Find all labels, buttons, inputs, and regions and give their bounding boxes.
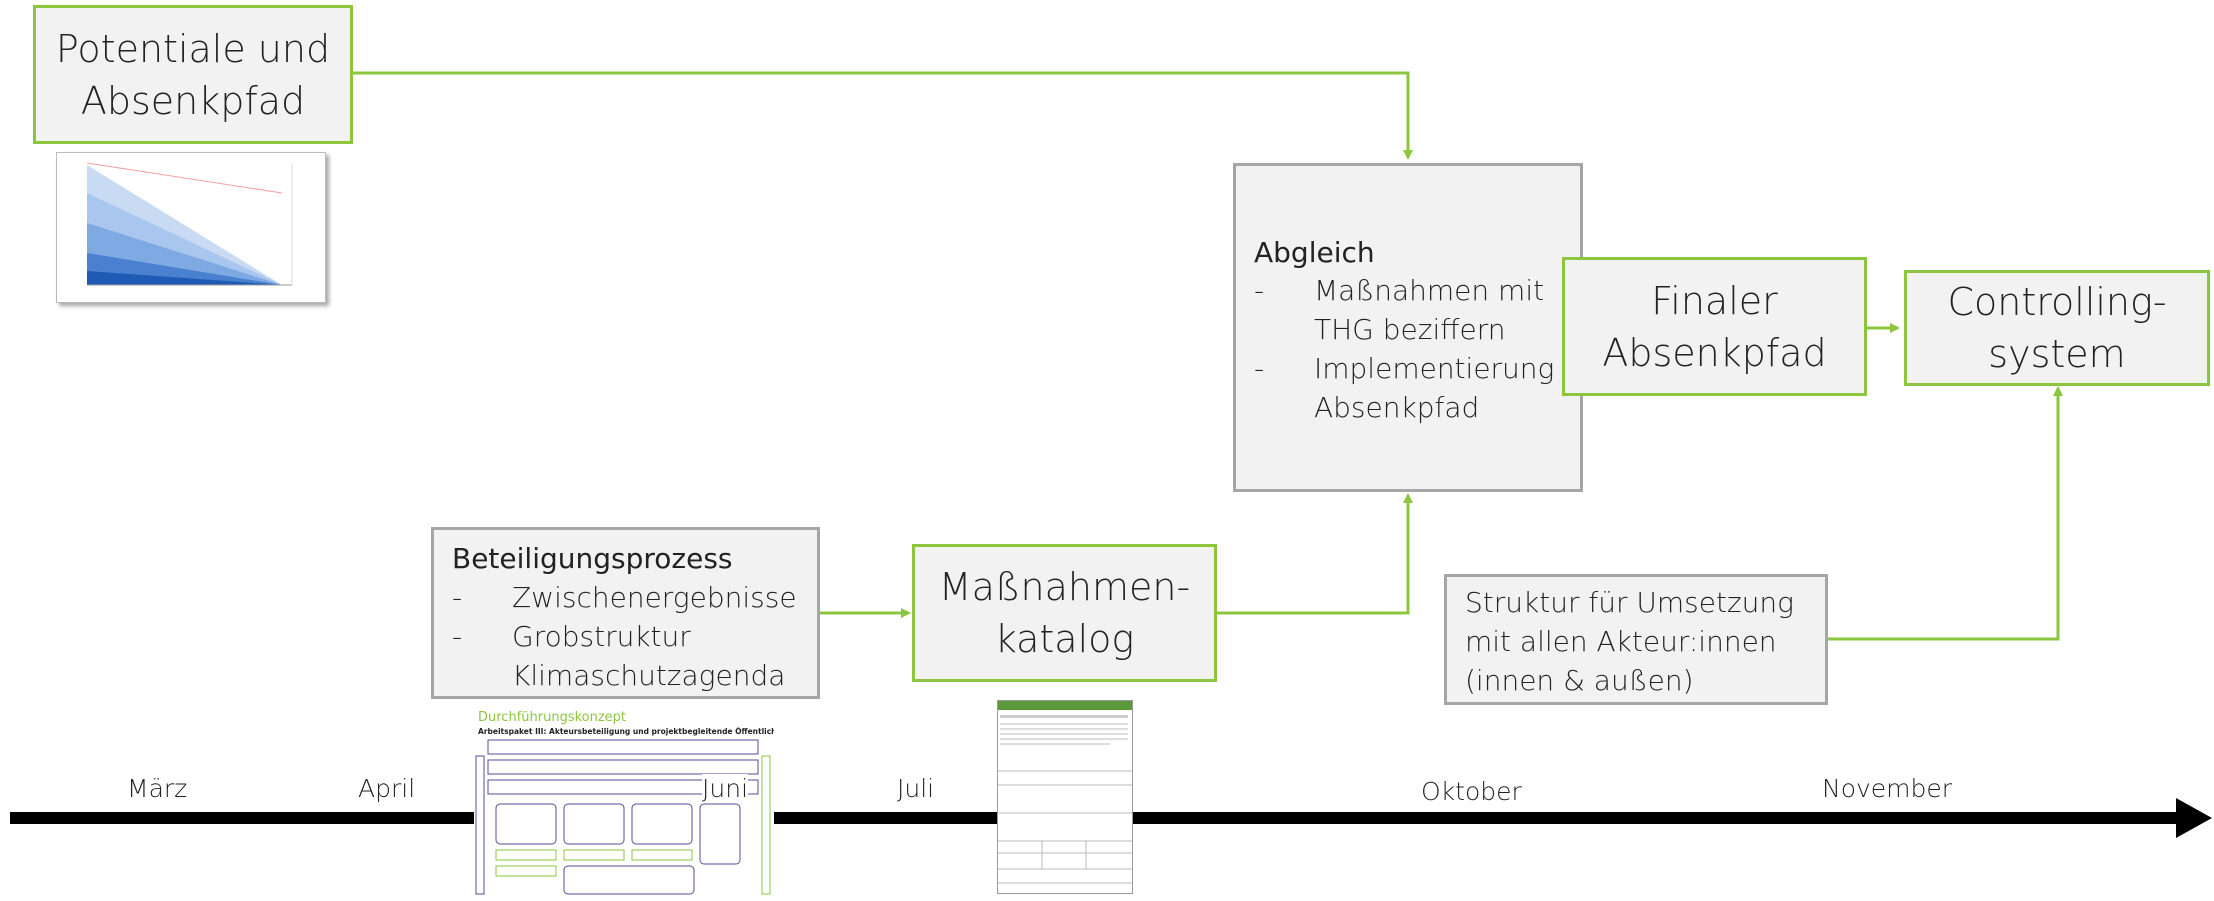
timeline-arrowhead bbox=[2176, 798, 2212, 838]
month-label-maerz: März bbox=[127, 774, 188, 803]
struktur-line3: (innen & außen) bbox=[1465, 664, 1694, 697]
beteiligung-heading: Beteiligungsprozess bbox=[452, 542, 733, 575]
finaler-line1: Finaler bbox=[1651, 278, 1778, 323]
struktur-box: Struktur für Umsetzung mit allen Akteur:… bbox=[1444, 574, 1828, 705]
massnahmenblatt-image bbox=[998, 701, 1132, 884]
abgleich-item: Maßnahmen mit THG beziffern bbox=[1254, 271, 1570, 349]
konzept-subtitle: Arbeitspaket III: Akteursbeteiligung und… bbox=[478, 727, 774, 736]
absenkpfad-chart-thumbnail bbox=[56, 152, 326, 303]
konzept-title: Durchführungskonzept bbox=[478, 710, 627, 725]
finaler-absenkpfad-box: Finaler Absenkpfad bbox=[1562, 257, 1867, 396]
abgleich-list: Maßnahmen mit THG beziffern Implementier… bbox=[1254, 271, 1570, 427]
massnahmenblatt-thumbnail bbox=[997, 700, 1133, 894]
month-label-oktober: Oktober bbox=[1421, 777, 1522, 806]
beteiligung-item: Grobstruktur Klimaschutzagenda bbox=[452, 617, 807, 695]
month-label-november: November bbox=[1822, 774, 1953, 803]
durchfuehrungskonzept-thumbnail: Durchführungskonzept Arbeitspaket III: A… bbox=[474, 710, 774, 901]
arrow-struktur-to-controlling bbox=[1826, 386, 2063, 641]
abgleich-item: Implementierung Absenkpfad bbox=[1254, 349, 1570, 427]
arrow-massnahmen-to-abgleich bbox=[1216, 493, 1413, 615]
controlling-system-box: Controlling- system bbox=[1904, 270, 2210, 386]
finaler-line2: Absenkpfad bbox=[1602, 330, 1827, 375]
abgleich-heading: Abgleich bbox=[1254, 236, 1375, 269]
beteiligungsprozess-box: Beteiligungsprozess Zwischenergebnisse G… bbox=[431, 527, 820, 699]
abgleich-box: Abgleich Maßnahmen mit THG beziffern Imp… bbox=[1233, 163, 1583, 492]
massnahmen-line1: Maßnahmen- bbox=[938, 565, 1191, 609]
beteiligung-item: Zwischenergebnisse bbox=[452, 578, 807, 617]
konzept-diagram-image bbox=[475, 739, 771, 895]
beteiligung-list: Zwischenergebnisse Grobstruktur Klimasch… bbox=[452, 578, 807, 695]
massnahmenkatalog-box: Maßnahmen- katalog bbox=[912, 544, 1217, 682]
struktur-line1: Struktur für Umsetzung bbox=[1465, 586, 1794, 619]
controlling-line1: Controlling- bbox=[1947, 280, 2167, 324]
controlling-line2: system bbox=[1988, 332, 2126, 376]
massnahmen-line2: katalog bbox=[994, 617, 1135, 661]
struktur-line2: mit allen Akteur:innen bbox=[1465, 625, 1777, 658]
potentiale-box: Potentiale und Absenkpfad bbox=[33, 5, 353, 144]
absenkpfad-chart-image bbox=[86, 162, 293, 286]
arrow-potentiale-to-abgleich bbox=[352, 71, 1413, 160]
month-label-april: April bbox=[358, 774, 416, 803]
month-label-juli: Juli bbox=[897, 774, 935, 803]
potentiale-line1: Potentiale und bbox=[55, 26, 331, 71]
month-label-juni: Juni bbox=[702, 774, 749, 803]
potentiale-line2: Absenkpfad bbox=[80, 78, 306, 123]
